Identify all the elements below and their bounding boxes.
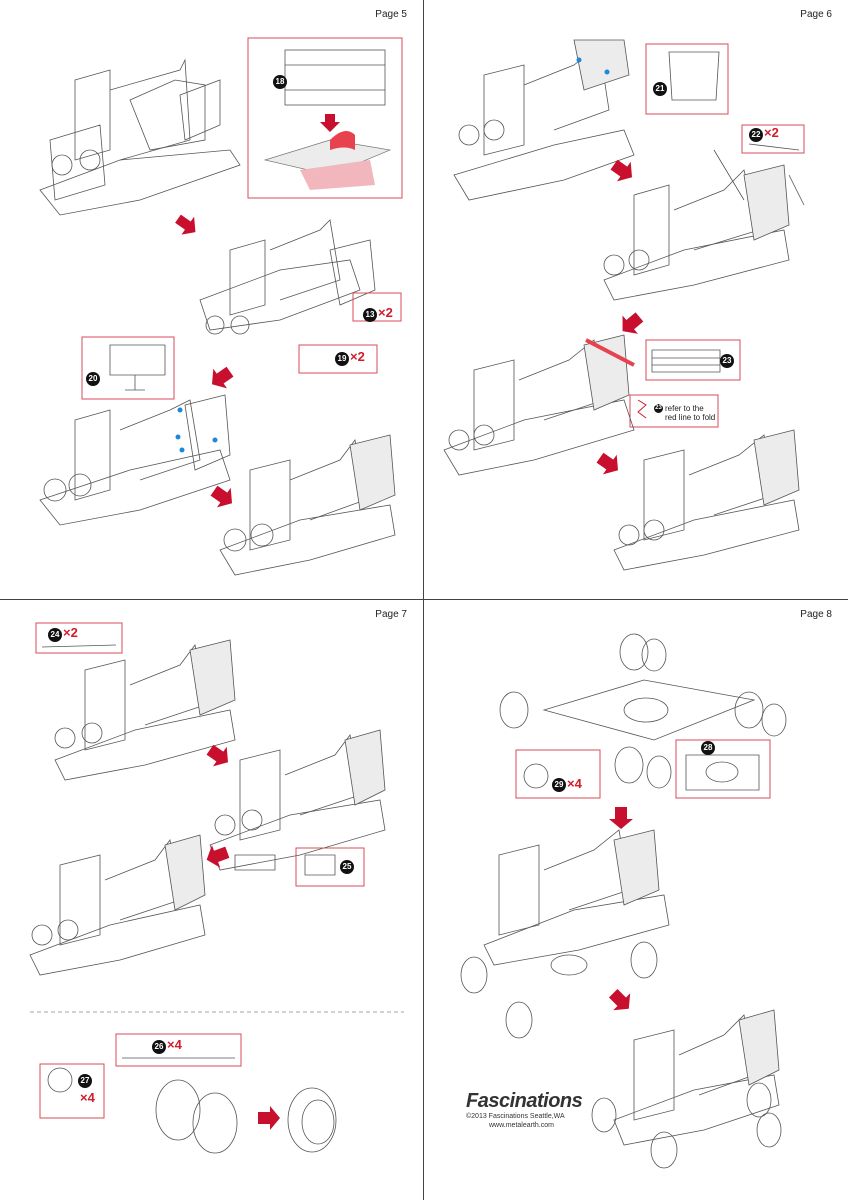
wheel-assembly	[155, 1079, 337, 1154]
part-18-frame	[247, 37, 403, 199]
step-29-badge: 29	[552, 778, 566, 792]
step-23-badge: 23	[720, 354, 734, 368]
part-24-frame	[35, 622, 123, 654]
part-25-frame	[295, 847, 365, 887]
step-arrow	[206, 845, 230, 868]
page-label: Page 8	[800, 609, 832, 620]
step-13-qty: ×2	[378, 305, 393, 320]
step-24-qty: ×2	[63, 625, 78, 640]
page-5-illustration	[39, 37, 403, 576]
step-arrow	[610, 159, 633, 182]
copyright-text: ©2013 Fascinations Seattle,WA	[466, 1113, 565, 1120]
car-assembly-step-e	[453, 39, 635, 201]
step-13-badge: 13	[363, 308, 377, 322]
part-13-frame	[352, 292, 402, 322]
step-24-badge: 24	[48, 628, 62, 642]
step-arrow	[622, 312, 644, 334]
step-22-qty: ×2	[764, 125, 779, 140]
page-8: Page 8	[424, 600, 848, 1200]
step-arrow	[596, 452, 619, 475]
part-20-frame	[81, 336, 175, 400]
page-8-illustration	[460, 633, 787, 1169]
part-22-frame	[741, 124, 805, 154]
car-assembly-step-a	[39, 58, 241, 216]
part-26-frame	[115, 1033, 242, 1067]
step-26-qty: ×4	[167, 1037, 182, 1052]
page-6: Page 6	[424, 0, 848, 600]
fold-note-frame	[629, 394, 719, 428]
step-21-badge: 21	[653, 82, 667, 96]
part-18-folded	[263, 131, 392, 190]
fold-arrow	[320, 114, 340, 132]
brand-logo: Fascinations	[466, 1090, 583, 1112]
step-22-badge: 22	[749, 128, 763, 142]
car-assembly-step-i	[54, 639, 236, 781]
page-label: Page 7	[375, 609, 407, 620]
part-29-frame	[515, 749, 601, 799]
car-with-chassis	[460, 829, 670, 1039]
step-27-badge: 27	[78, 1074, 92, 1088]
chassis-assembly	[499, 633, 787, 789]
car-assembly-step-j	[209, 729, 386, 871]
step-19-badge: 19	[335, 352, 349, 366]
part-19-frame	[298, 344, 378, 374]
fold-note: refer to the red line to fold	[665, 404, 716, 422]
step-18-badge: 18	[273, 75, 287, 89]
page-7-illustration	[29, 622, 404, 1154]
part-21-frame	[645, 43, 729, 115]
part-27-frame	[39, 1063, 105, 1119]
step-19-qty: ×2	[350, 349, 365, 364]
step-arrow	[609, 807, 633, 829]
website-text: www.metalearth.com	[489, 1122, 554, 1129]
car-assembly-step-f	[603, 149, 805, 301]
part-23-frame	[645, 339, 741, 381]
car-assembly-step-d	[219, 434, 396, 576]
step-arrow	[211, 366, 234, 389]
step-26-badge: 26	[152, 1040, 166, 1054]
car-assembly-step-b	[199, 219, 376, 335]
part-28-frame	[675, 739, 771, 799]
step-29-qty: ×4	[567, 776, 582, 791]
car-assembly-step-c	[39, 394, 231, 526]
step-arrow	[210, 485, 233, 508]
step-23-note-badge: 23	[654, 404, 663, 413]
page-6-illustration	[443, 39, 805, 571]
completed-car	[591, 1009, 782, 1169]
page-5: Page 5	[0, 0, 424, 600]
page-label: Page 5	[375, 9, 407, 20]
page-7: Page 7	[0, 600, 424, 1200]
step-20-badge: 20	[86, 372, 100, 386]
car-assembly-step-h	[613, 429, 800, 571]
step-arrow	[175, 214, 196, 235]
step-28-badge: 28	[701, 741, 715, 755]
car-assembly-step-g	[443, 334, 635, 476]
car-assembly-step-k	[29, 834, 206, 976]
step-27-qty: ×4	[80, 1090, 95, 1105]
page-label: Page 6	[800, 9, 832, 20]
step-arrow	[608, 988, 631, 1011]
part-18-flat	[284, 49, 386, 106]
step-arrow	[258, 1106, 280, 1130]
step-arrow	[206, 744, 229, 767]
step-25-badge: 25	[340, 860, 354, 874]
